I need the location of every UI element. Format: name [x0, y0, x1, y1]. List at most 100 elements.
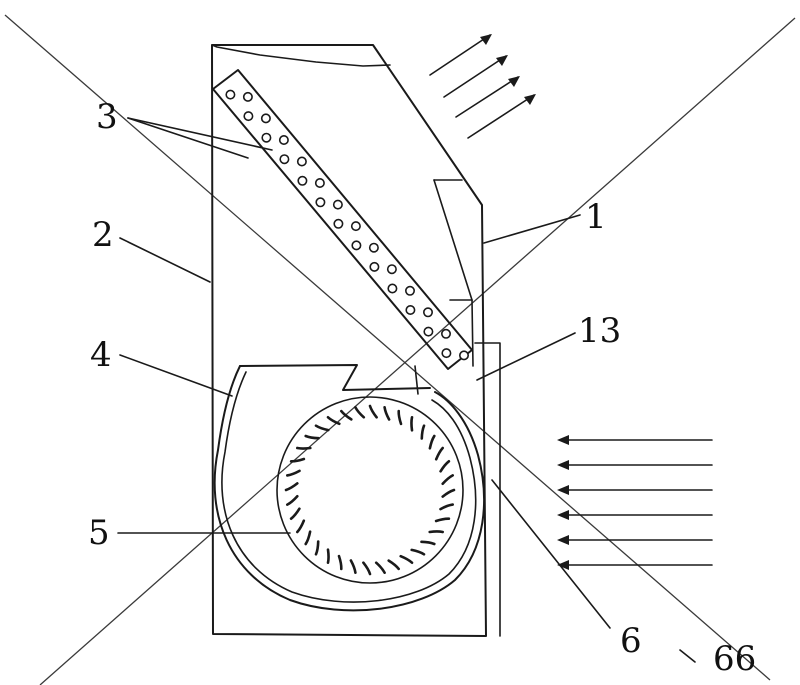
label-fan: 5 — [88, 513, 110, 553]
volute-casing — [213, 364, 486, 612]
fan-blade — [441, 474, 454, 486]
fan-blade — [296, 519, 306, 534]
fan-blade — [428, 530, 444, 534]
tube-hole — [225, 89, 236, 100]
fan-blade — [314, 424, 330, 432]
leader-13 — [476, 332, 576, 381]
tube-hole — [350, 221, 361, 232]
fan-blade — [439, 503, 454, 511]
label-casing: 1 — [585, 197, 607, 237]
fan-blade — [428, 434, 436, 450]
top-panel-edge — [211, 44, 391, 67]
fan-blade — [434, 446, 444, 461]
leader-3-b — [127, 117, 249, 159]
label-bottom-right: 66 — [713, 639, 756, 679]
leader-4 — [119, 354, 233, 397]
fan-blade — [362, 561, 372, 576]
fan-blade — [284, 482, 299, 492]
cross-out-lines — [4, 14, 796, 685]
tube-hole — [333, 218, 344, 229]
tube-hole — [297, 175, 308, 186]
outlet-plate-front — [471, 299, 474, 367]
leader-1 — [483, 214, 581, 244]
tube-hole — [296, 156, 307, 167]
leader-lines — [117, 117, 696, 663]
outlet-arrow — [429, 34, 492, 76]
fan-blade — [441, 488, 456, 498]
fan-blade — [326, 548, 330, 564]
fan-blade — [286, 494, 299, 506]
tube-hole — [458, 350, 469, 361]
tube-hole — [387, 283, 398, 294]
fan-blade — [387, 559, 400, 571]
tube-hole — [314, 178, 325, 189]
tube-hole — [278, 135, 289, 146]
fan-blade — [410, 548, 426, 556]
fan-blade — [304, 530, 312, 546]
tube-hole — [332, 199, 343, 210]
heat-exchanger-holes — [225, 89, 469, 361]
front-grille-frame — [474, 342, 501, 637]
volute-top-edge — [239, 364, 431, 391]
leader-3-a — [127, 117, 273, 151]
fan-rim — [276, 396, 464, 584]
fan-blade — [354, 406, 366, 419]
label-inlet-grille: 6 — [620, 621, 642, 661]
fan-blade — [439, 460, 451, 473]
fan-blade — [410, 416, 414, 432]
housing-body — [211, 44, 487, 637]
fan-blade — [289, 507, 301, 520]
cross-line-up — [39, 17, 796, 685]
fan-blade — [289, 457, 306, 463]
fan-blade — [296, 446, 312, 450]
fan-blade — [286, 469, 301, 477]
fan-blade — [314, 540, 320, 556]
reference-numerals: 3 2 1 13 4 5 6 66 — [88, 97, 756, 679]
inlet-arrow — [557, 560, 713, 570]
label-heat-exchanger: 3 — [96, 97, 118, 137]
tube-hole — [261, 132, 272, 143]
tube-hole — [386, 264, 397, 275]
outlet-plate-slope — [433, 179, 473, 301]
tube-hole — [242, 91, 253, 102]
fan-blade — [326, 416, 341, 426]
tube-hole — [405, 304, 416, 315]
fan-blade — [397, 409, 403, 426]
tube-hole — [440, 328, 451, 339]
inlet-airflow-arrows — [557, 435, 713, 570]
tube-hole — [368, 242, 379, 253]
inlet-arrow — [557, 485, 713, 495]
leader-2 — [119, 237, 211, 283]
outlet-arrow — [455, 76, 520, 118]
tube-hole — [351, 240, 362, 251]
outlet-airflow-arrows — [429, 34, 536, 139]
fan-blade — [420, 540, 436, 546]
fan-blade — [349, 559, 357, 574]
inlet-arrow — [557, 435, 713, 445]
fan-blade — [304, 434, 320, 440]
tube-hole — [260, 113, 271, 124]
tube-hole — [369, 261, 380, 272]
fan-blade — [368, 404, 378, 419]
fan-blade — [337, 554, 343, 571]
volute-outer-wall — [213, 365, 486, 612]
label-volute: 4 — [90, 335, 112, 375]
housing-outline — [211, 44, 501, 637]
fan-blade — [399, 554, 414, 564]
outlet-arrow — [443, 55, 508, 98]
leader-66 — [679, 649, 696, 663]
outlet-arrow — [467, 94, 536, 139]
fan-blade — [434, 517, 451, 523]
fan-blade — [383, 406, 391, 421]
tube-hole — [441, 348, 452, 359]
tube-hole — [315, 197, 326, 208]
label-housing: 2 — [92, 215, 114, 255]
cross-line-down — [4, 14, 771, 681]
tube-hole — [243, 111, 254, 122]
fan — [276, 396, 464, 584]
tube-hole — [404, 285, 415, 296]
tube-hole — [422, 307, 433, 318]
inlet-arrow — [557, 510, 713, 520]
heat-exchanger-frame — [212, 69, 473, 370]
